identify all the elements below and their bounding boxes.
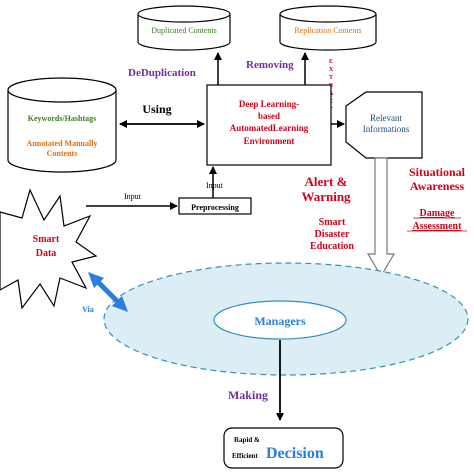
relevant-label-line2: Informations [363,124,410,134]
replication-contents-database: Replication Contents [279,5,377,51]
preprocessing-box: Preprocessing [178,197,252,215]
annotated-contents-label-line2: Contents [47,149,78,158]
extract-letter: E [329,59,333,65]
input-up-label: Input [206,181,224,190]
relevant-label-line1: Relevant [370,113,402,123]
decision-small-line2: Efficient [232,452,258,460]
dl-label-line3: AutomatedLearning [230,123,309,133]
dl-label-line4: Environment [244,136,295,146]
via-arrow [88,272,128,312]
education-line2: Disaster [315,229,351,240]
situational-awareness-line1: Situational [409,165,466,179]
damage-assessment-line2: Assessment [413,221,463,232]
making-label: Making [228,388,268,402]
decision-box: Rapid & Efficient Decision [223,427,344,469]
deep-learning-environment-box: Deep Learning- based AutomatedLearning E… [206,84,332,166]
extract-letter: X [329,67,334,73]
annotated-contents-label-line1: Annotated Manually [27,139,98,148]
alert-warning-line2: Warning [301,189,351,204]
duplicated-contents-database: Duplicated Contents [137,5,231,51]
education-line3: Education [310,241,354,252]
smart-data-node: Smart Data [0,188,98,310]
using-label: Using [142,102,171,116]
situational-awareness-line2: Awareness [410,179,465,193]
keywords-hashtags-label: Keywords/Hashtags [28,114,96,123]
decision-big-label: Decision [266,445,324,462]
education-line1: Smart [319,217,346,228]
smart-data-label-line1: Smart [33,234,60,245]
smart-data-label-line2: Data [36,248,57,259]
replication-contents-label: Replication Contents [294,26,361,35]
extract-letter: T [329,75,333,81]
duplicated-contents-label: Duplicated Contents [151,26,217,35]
removing-label: Removing [246,59,294,71]
deduplication-label: DeDuplication [128,67,196,79]
dl-label-line1: Deep Learning- [239,99,299,109]
relevant-down-arrow [366,157,396,278]
via-label: Via [82,305,94,314]
managers-node: Managers [213,300,347,340]
damage-assessment-line1: Damage [420,208,456,219]
alert-warning-line1: Alert & [305,174,348,189]
preprocessing-label: Preprocessing [191,203,239,212]
decision-small-line1: Rapid & [234,436,260,444]
relevant-informations-node: Relevant Informations [345,91,423,159]
dl-label-line2: based [258,111,280,121]
managers-label: Managers [254,314,306,328]
input-left-label: Input [124,192,142,201]
keywords-database: Keywords/Hashtags Annotated Manually Con… [7,77,117,173]
